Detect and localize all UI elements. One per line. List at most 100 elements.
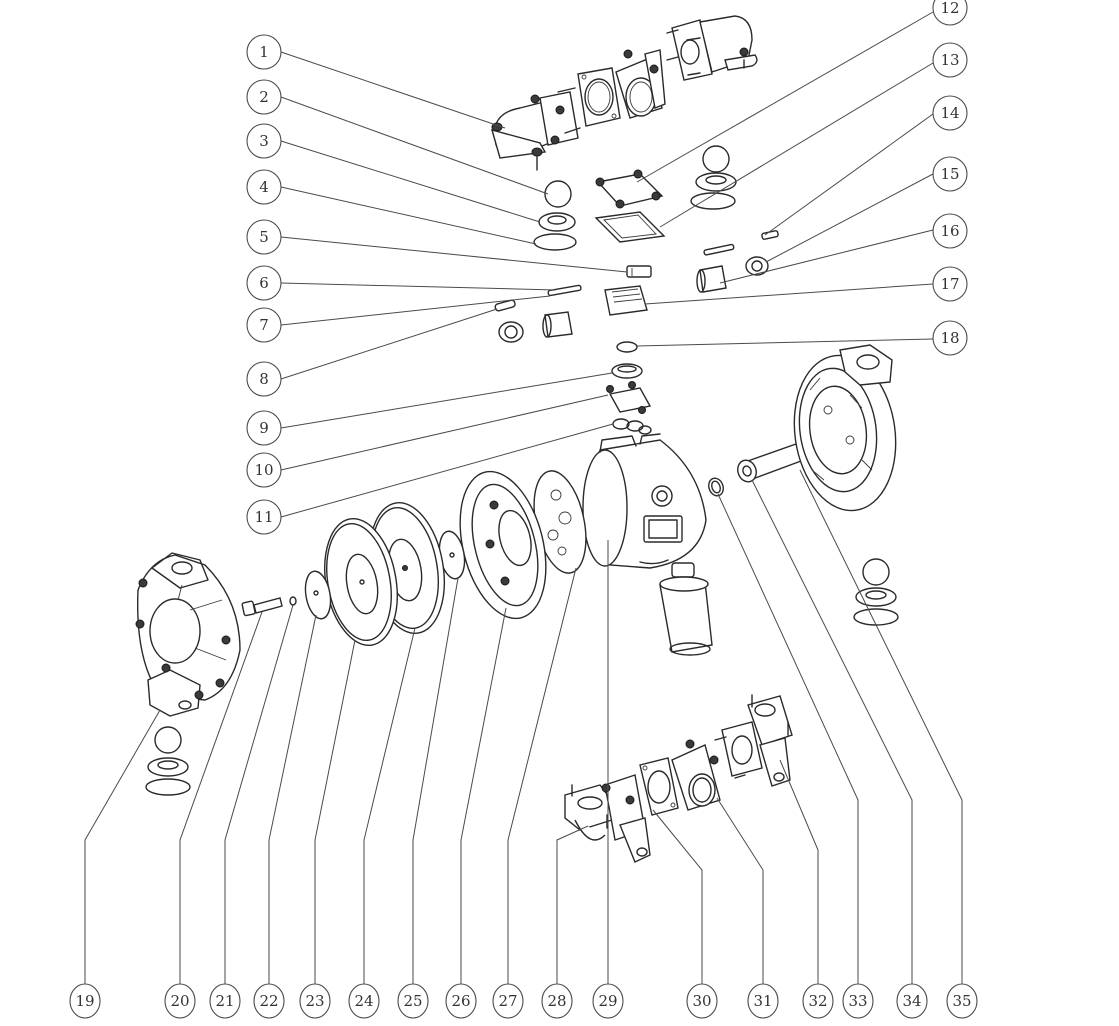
svg-text:16: 16 [940,222,959,240]
callout-34[interactable]: 34 [896,983,928,1019]
bottom-manifold-assembly [564,694,793,863]
callout-24[interactable]: 24 [348,983,380,1019]
leader-6 [280,282,557,291]
callout-18[interactable]: 18 [932,320,968,356]
callout-22[interactable]: 22 [253,983,285,1019]
callout-21[interactable]: 21 [209,983,241,1019]
part-middle-flange [577,67,621,127]
leader-35 [799,469,963,985]
part-sleeve-right [696,265,727,293]
part-lower-elbow-left [601,774,651,863]
callout-29[interactable]: 29 [592,983,624,1019]
leader-28 [556,825,589,985]
part-muffler [659,562,713,656]
svg-text:8: 8 [259,370,269,388]
part-pin-right [703,243,735,256]
part-seat-top-right [695,172,737,192]
callout-25[interactable]: 25 [397,983,429,1019]
svg-text:29: 29 [598,992,617,1010]
callout-20[interactable]: 20 [164,983,196,1019]
callout-32[interactable]: 32 [802,983,834,1019]
leader-34 [751,479,913,985]
svg-text:18: 18 [940,329,959,347]
svg-text:17: 17 [940,275,959,293]
callout-15[interactable]: 15 [932,156,968,192]
part-oring-lower-left [145,778,191,796]
callout-33[interactable]: 33 [842,983,874,1019]
callout-12[interactable]: 12 [932,0,968,26]
callout-4[interactable]: 4 [246,169,282,205]
part-valve-cover [595,169,664,209]
part-o-ring-18 [616,341,638,353]
part-discharge-elbow [671,739,721,811]
callout-17[interactable]: 17 [932,266,968,302]
callout-14[interactable]: 14 [932,95,968,131]
leader-25 [412,577,459,985]
leader-31 [716,797,764,985]
callout-35[interactable]: 35 [946,983,978,1019]
svg-text:33: 33 [848,992,867,1010]
svg-text:19: 19 [75,992,94,1010]
part-oring-right [853,608,899,626]
leader-17 [644,283,934,305]
part-valve-plate [606,381,652,414]
leader-23 [314,639,356,985]
callouts: 1 2 3 4 5 6 7 8 9 10 11 12 13 14 15 16 1… [69,0,978,1019]
svg-text:32: 32 [808,992,827,1010]
callout-7[interactable]: 7 [246,307,282,343]
leader-26 [460,607,507,985]
part-shaft-seal [708,477,724,497]
callout-3[interactable]: 3 [246,123,282,159]
callout-31[interactable]: 31 [747,983,779,1019]
svg-text:14: 14 [940,104,959,122]
top-manifold-assembly [490,15,758,171]
svg-text:7: 7 [259,316,269,334]
svg-text:25: 25 [403,992,422,1010]
part-seat-right [855,587,897,607]
svg-text:15: 15 [940,165,959,183]
leader-4 [280,186,537,245]
leader-32 [779,759,819,985]
callout-8[interactable]: 8 [246,361,282,397]
part-lower-elbow-right [747,694,793,787]
leader-3 [280,140,541,223]
svg-text:9: 9 [259,419,269,437]
leader-30 [652,809,703,985]
part-ball-right [862,558,890,586]
leader-20 [179,611,263,985]
callout-13[interactable]: 13 [932,42,968,78]
callout-19[interactable]: 19 [69,983,101,1019]
callout-5[interactable]: 5 [246,219,282,255]
callout-23[interactable]: 23 [299,983,331,1019]
svg-text:35: 35 [952,992,971,1010]
leader-5 [280,236,628,273]
callout-10[interactable]: 10 [246,452,282,488]
callout-1[interactable]: 1 [246,34,282,70]
part-bolt [241,597,283,617]
part-plug-right [745,256,769,276]
leader-21 [224,604,294,985]
callout-9[interactable]: 9 [246,410,282,446]
leader-18 [636,338,934,347]
svg-text:4: 4 [259,178,269,196]
callout-30[interactable]: 30 [686,983,718,1019]
callout-2[interactable]: 2 [246,79,282,115]
callout-11[interactable]: 11 [246,499,282,535]
callout-28[interactable]: 28 [541,983,573,1019]
svg-text:2: 2 [259,88,269,106]
part-pin-sleeve [494,299,516,312]
callout-26[interactable]: 26 [445,983,477,1019]
svg-text:21: 21 [215,992,234,1010]
part-valve-gasket [612,418,652,435]
callout-6[interactable]: 6 [246,265,282,301]
svg-text:3: 3 [259,132,269,150]
part-oring-top-right [690,192,736,210]
callout-16[interactable]: 16 [932,213,968,249]
part-pilot-pin [547,284,582,297]
part-seal-ring-9 [611,363,643,379]
svg-text:31: 31 [753,992,772,1010]
callout-27[interactable]: 27 [492,983,524,1019]
leader-lines [84,11,963,985]
svg-text:11: 11 [254,508,273,526]
svg-text:34: 34 [902,992,921,1010]
